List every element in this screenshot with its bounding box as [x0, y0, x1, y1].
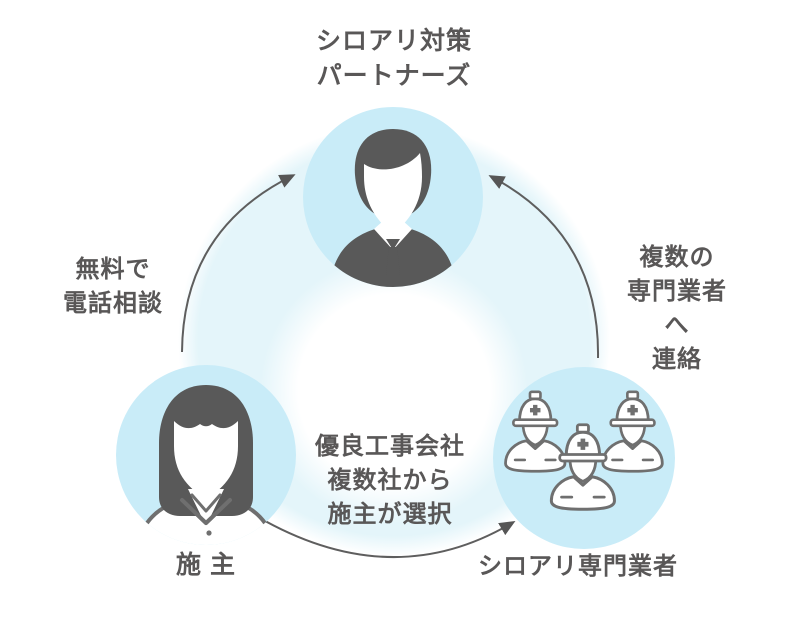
node-label-partners: シロアリ対策 パートナーズ — [315, 27, 473, 90]
partners-circle — [303, 107, 483, 287]
construction-workers-icon — [493, 379, 675, 545]
edge-label-contact-multiple-contractors: 複数の 専門業者へ 連絡 — [627, 244, 727, 373]
node-label-owner: 施 主 — [176, 551, 236, 579]
edge-label-owner-selects-company: 優良工事会社 複数社から 施主が選択 — [315, 433, 465, 528]
contractors-circle — [493, 367, 675, 549]
owner-circle — [116, 365, 296, 545]
edge-label-free-phone-consultation: 無料で 電話相談 — [63, 256, 163, 317]
businessman-icon — [330, 129, 456, 287]
woman-icon — [135, 385, 277, 545]
node-label-contractors: シロアリ専門業者 — [478, 553, 678, 580]
